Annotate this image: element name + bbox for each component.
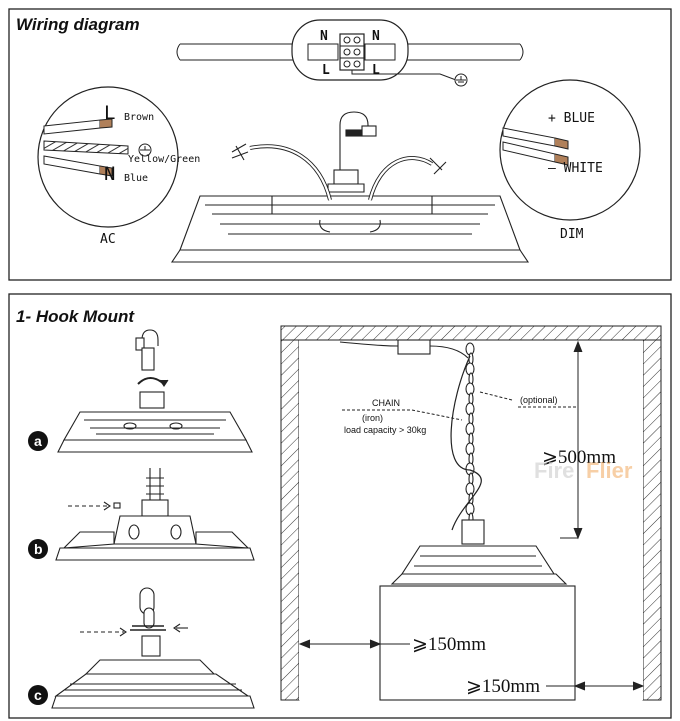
step-c-badge: c <box>28 685 48 705</box>
step-b-badge: b <box>28 539 48 559</box>
ac-neutral-letter: N <box>104 163 115 185</box>
watermark-flier: Flier <box>586 458 633 483</box>
ac-line-letter: L <box>104 102 115 124</box>
chain-label: CHAIN <box>372 398 400 408</box>
clearance-bottom: ⩾150mm <box>466 676 540 697</box>
optional-label: (optional) <box>520 395 558 405</box>
chain-material: (iron) <box>362 413 383 423</box>
dim-minus-label: – WHITE <box>548 161 603 176</box>
terminal-label-n-left: N <box>320 29 328 44</box>
dim-wires-detail <box>499 79 641 221</box>
terminal-block <box>176 19 524 81</box>
dim-caption: DIM <box>560 227 584 242</box>
hook-title: 1- Hook Mount <box>16 307 135 326</box>
terminal-label-l-right: L <box>372 63 380 78</box>
ac-caption: AC <box>100 232 116 247</box>
step-b-letter: b <box>34 541 43 557</box>
step-a-letter: a <box>34 433 42 449</box>
dimension-bottom <box>546 681 645 691</box>
wiring-title: Wiring diagram <box>16 15 140 34</box>
step-c-drawing <box>51 587 255 709</box>
hook-panel <box>8 293 672 719</box>
ceiling-junction-box <box>339 339 469 359</box>
ac-wires-detail <box>37 86 179 228</box>
step-c-letter: c <box>34 687 42 703</box>
power-cable <box>450 355 482 531</box>
hung-fixture <box>379 519 576 701</box>
clearance-top: ⩾500mm <box>542 447 616 468</box>
dim-plus-label: + BLUE <box>548 111 595 126</box>
step-b-drawing <box>55 468 255 561</box>
wiring-panel <box>8 8 672 281</box>
fixture-wiring-drawing <box>170 111 530 263</box>
ground-icon <box>454 73 468 87</box>
step-a-badge: a <box>28 431 48 451</box>
ac-earth-color: Yellow/Green <box>128 154 200 165</box>
dimension-top <box>560 340 583 540</box>
watermark-fire: Fire <box>534 458 574 483</box>
chain <box>465 342 475 526</box>
ac-line-color: Brown <box>124 112 154 123</box>
step-a-drawing <box>57 329 253 453</box>
clearance-side: ⩾150mm <box>412 634 486 655</box>
chain-capacity: load capacity > 30kg <box>344 425 426 435</box>
terminal-label-n-right: N <box>372 29 380 44</box>
ac-neutral-color: Blue <box>124 173 148 184</box>
dimension-side <box>298 639 410 649</box>
terminal-label-l-left: L <box>322 63 330 78</box>
